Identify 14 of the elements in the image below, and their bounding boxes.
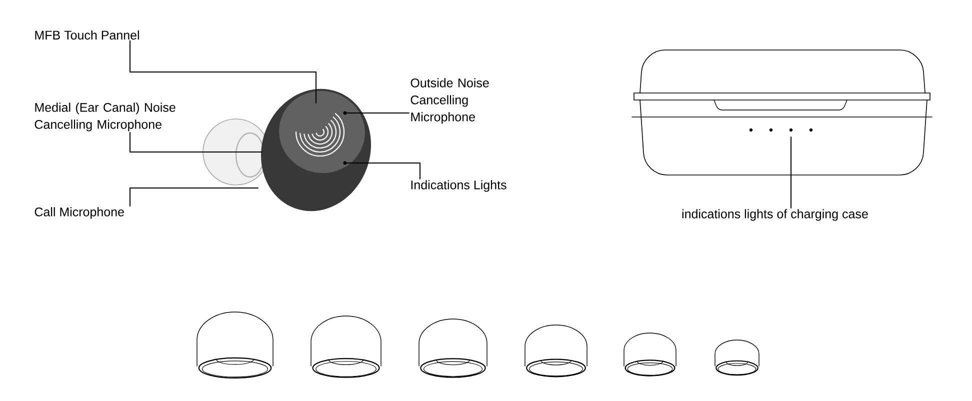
leader-line — [346, 112, 410, 114]
microphone-hole — [343, 111, 347, 115]
callout-label: indications lights of charging case — [682, 209, 868, 221]
callout-label: Outside Noise Cancelling Microphone — [410, 78, 489, 124]
callout-label: Call Microphone — [34, 207, 124, 219]
leader-line — [130, 188, 258, 206]
leader-line — [130, 40, 316, 104]
callout-label: Indications Lights — [411, 180, 506, 192]
leader-line — [346, 162, 420, 180]
callout-label: Medial (Ear Canal) Noise Cancelling Microphone — [34, 102, 176, 132]
callout-label: MFB Touch Pannel — [35, 30, 139, 40]
microphone-hole — [343, 161, 347, 165]
leader-line — [130, 132, 262, 152]
leader-line — [790, 136, 792, 208]
